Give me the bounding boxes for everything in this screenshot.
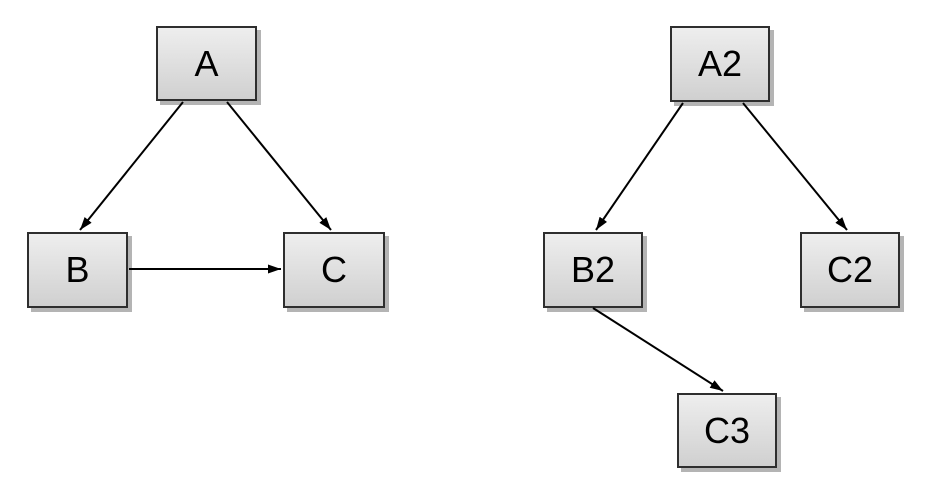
edge-A2-C2 xyxy=(742,102,848,231)
node-C3[interactable]: C3 xyxy=(677,393,777,468)
node-C2[interactable]: C2 xyxy=(800,232,900,308)
node-label: C3 xyxy=(703,409,751,451)
node-B2[interactable]: B2 xyxy=(543,232,643,308)
node-label: B2 xyxy=(570,249,616,290)
node-label: C2 xyxy=(826,249,874,290)
edge-A-C xyxy=(226,101,332,231)
edge-A2-B2 xyxy=(595,102,684,231)
node-label: C xyxy=(321,249,347,290)
edge-A-B xyxy=(79,101,184,231)
node-label: A2 xyxy=(697,43,743,84)
node-label: B xyxy=(65,249,90,290)
node-A2[interactable]: A2 xyxy=(670,26,770,102)
node-A[interactable]: A xyxy=(156,26,257,101)
node-label: A xyxy=(194,42,219,84)
node-B[interactable]: B xyxy=(27,232,128,308)
edge-B2-C3 xyxy=(592,307,724,392)
node-C[interactable]: C xyxy=(283,232,385,308)
